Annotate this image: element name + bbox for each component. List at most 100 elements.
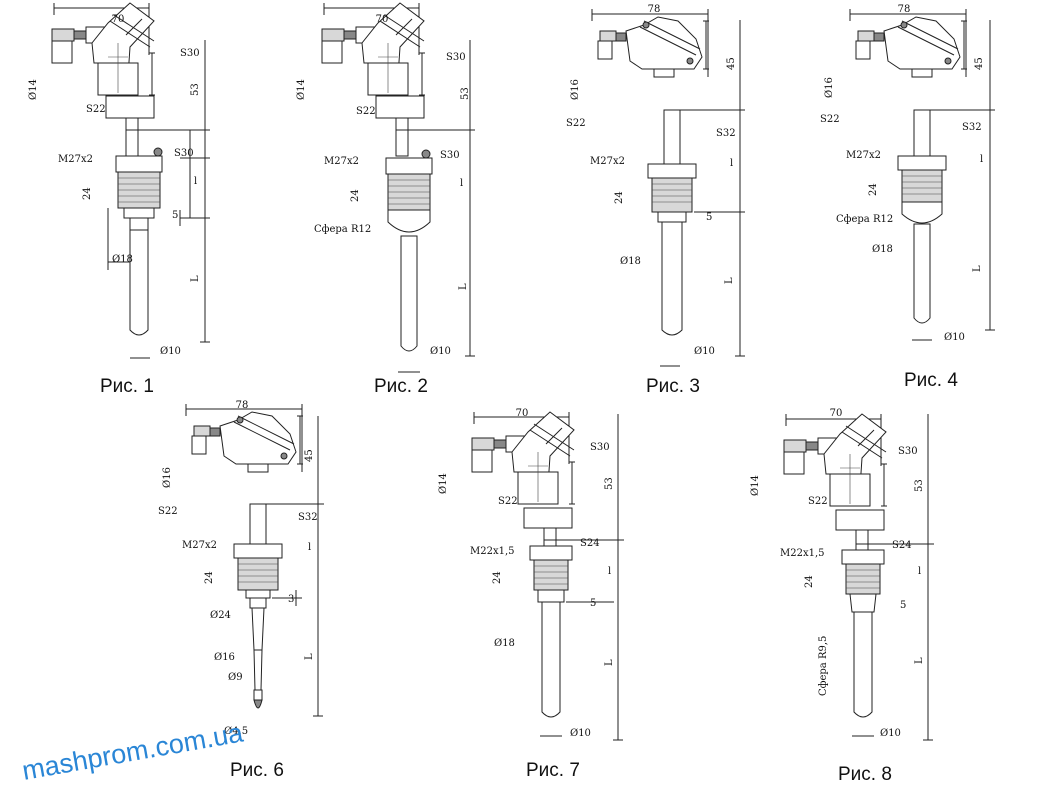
dim-head-h: 45 bbox=[726, 57, 737, 70]
dim-fit-h: 24 bbox=[614, 191, 625, 204]
dim-sphere: Сфера R9,5 bbox=[818, 636, 829, 696]
figure-caption: Рис. 4 bbox=[904, 370, 958, 391]
dim-width: 78 bbox=[648, 4, 661, 15]
dim-sheath-dia: Ø18 bbox=[620, 256, 641, 267]
figure-caption: Рис. 6 bbox=[230, 760, 284, 781]
dim-cable-dia: Ø14 bbox=[296, 79, 307, 100]
dim-cable-dia: Ø14 bbox=[438, 473, 449, 494]
watermark: mashprom.com.ua bbox=[20, 717, 246, 786]
dim-cable-dia: Ø14 bbox=[750, 475, 761, 496]
dim-width: 70 bbox=[112, 14, 125, 25]
dim-thread: M27x2 bbox=[182, 540, 217, 551]
dim-fit-s: S24 bbox=[580, 538, 600, 549]
dim-head-h: 53 bbox=[190, 83, 201, 96]
dim-length: L bbox=[724, 277, 735, 284]
dim-l: l bbox=[608, 566, 611, 577]
dim-gap: 5 bbox=[900, 600, 906, 611]
figure-2: 70 Ø14 S22 S30 53 M27x2 S30 24 l Сфера R… bbox=[296, 2, 475, 397]
dim-thread: M27x2 bbox=[324, 156, 359, 167]
dim-fit-s: S30 bbox=[174, 148, 194, 159]
dim-l: l bbox=[194, 176, 197, 187]
dim-thread: M27x2 bbox=[58, 154, 93, 165]
figure-3: 78 Ø16 S22 45 S32 M27x2 24 5 l Ø18 L Ø10… bbox=[566, 4, 745, 397]
dim-sheath-dia: Ø18 bbox=[872, 244, 893, 255]
dim-thread: M27x2 bbox=[846, 150, 881, 161]
dim-fit-h: 24 bbox=[350, 189, 361, 202]
dim-head-h: 53 bbox=[460, 87, 471, 100]
figure-1: 70 Ø14 S22 S30 53 M27x2 S30 24 5 l Ø18 L… bbox=[28, 2, 210, 397]
dim-tip-dia: Ø10 bbox=[570, 728, 591, 739]
dim-cable-s: S22 bbox=[356, 106, 376, 117]
dim-l: l bbox=[460, 178, 463, 189]
dim-head-h: 53 bbox=[914, 479, 925, 492]
sheath bbox=[541, 601, 561, 718]
dim-head-h: 45 bbox=[304, 449, 315, 462]
dim-gap: 5 bbox=[706, 212, 712, 223]
dim-tip-dia: Ø10 bbox=[160, 346, 181, 357]
dim-l: l bbox=[730, 158, 733, 169]
dim-length: L bbox=[190, 275, 201, 282]
figure-7: 70 Ø14 S22 S30 53 M22x1,5 S24 24 5 l Ø18… bbox=[438, 408, 624, 781]
figure-caption: Рис. 2 bbox=[374, 376, 428, 397]
dim-fit-h: 24 bbox=[804, 575, 815, 588]
dim-cable-s: S22 bbox=[86, 104, 106, 115]
dim-cable-dia: Ø16 bbox=[570, 79, 581, 100]
figure-caption: Рис. 1 bbox=[100, 376, 154, 397]
dim-cable-s: S22 bbox=[566, 118, 586, 129]
dim-thread: M27x2 bbox=[590, 156, 625, 167]
dim-thread: M22x1,5 bbox=[470, 546, 515, 557]
dim-head-s: S30 bbox=[590, 442, 610, 453]
dim-fit-h: 24 bbox=[82, 187, 93, 200]
dim-length: L bbox=[604, 659, 615, 666]
sheath bbox=[853, 611, 873, 718]
dim-fit-h: 24 bbox=[204, 571, 215, 584]
dim-cable-dia: Ø14 bbox=[28, 79, 39, 100]
dim-gap: 5 bbox=[590, 598, 596, 609]
dim-cable-s: S22 bbox=[820, 114, 840, 125]
dim-cable-dia: Ø16 bbox=[162, 467, 173, 488]
dim-width: 70 bbox=[830, 408, 843, 419]
dim-thread: M22x1,5 bbox=[780, 548, 825, 559]
dim-width: 78 bbox=[898, 4, 911, 15]
figure-caption: Рис. 3 bbox=[646, 376, 700, 397]
dim-cable-s: S22 bbox=[808, 496, 828, 507]
dim-l: l bbox=[980, 154, 983, 165]
dim-fit-s: S24 bbox=[892, 540, 912, 551]
sheath bbox=[251, 607, 265, 651]
figure-caption: Рис. 7 bbox=[526, 760, 580, 781]
dim-sphere: Сфера R12 bbox=[836, 214, 893, 225]
dim-head-s: S30 bbox=[898, 446, 918, 457]
hex-nut bbox=[115, 155, 163, 173]
dim-l: l bbox=[308, 542, 311, 553]
dim-sheath-dia: Ø24 bbox=[210, 610, 231, 621]
dim-small-dia: Ø9 bbox=[228, 672, 243, 683]
dim-head-h: 53 bbox=[604, 477, 615, 490]
dim-tip-dia: Ø10 bbox=[430, 346, 451, 357]
dim-cable-s: S22 bbox=[158, 506, 178, 517]
sheath bbox=[129, 229, 149, 336]
dim-gap: 3 bbox=[288, 594, 294, 605]
figure-4: 78 Ø16 S22 45 S32 M27x2 24 l Сфера R12 Ø… bbox=[820, 4, 995, 391]
dim-mid-dia: Ø16 bbox=[214, 652, 235, 663]
dim-neck-s: S32 bbox=[962, 122, 982, 133]
dim-tip-dia: Ø4,5 bbox=[224, 726, 248, 737]
dim-head-s: S30 bbox=[180, 48, 200, 59]
dim-sphere: Сфера R12 bbox=[314, 224, 371, 235]
head-body bbox=[105, 95, 155, 119]
sheath bbox=[400, 235, 418, 352]
dim-gap: 5 bbox=[172, 210, 178, 221]
sheath bbox=[661, 221, 683, 336]
dim-fit-h: 24 bbox=[492, 571, 503, 584]
dim-tip-dia: Ø10 bbox=[694, 346, 715, 357]
dim-tip-dia: Ø10 bbox=[944, 332, 965, 343]
sheath bbox=[913, 223, 931, 324]
dim-width: 70 bbox=[376, 14, 389, 25]
dim-length: L bbox=[914, 657, 925, 664]
dim-head-h: 45 bbox=[974, 57, 985, 70]
dim-head-s: S30 bbox=[446, 52, 466, 63]
dim-length: L bbox=[972, 265, 983, 272]
dim-sheath-dia: Ø18 bbox=[494, 638, 515, 649]
figure-caption: Рис. 8 bbox=[838, 764, 892, 785]
dim-fit-h: 24 bbox=[868, 183, 879, 196]
